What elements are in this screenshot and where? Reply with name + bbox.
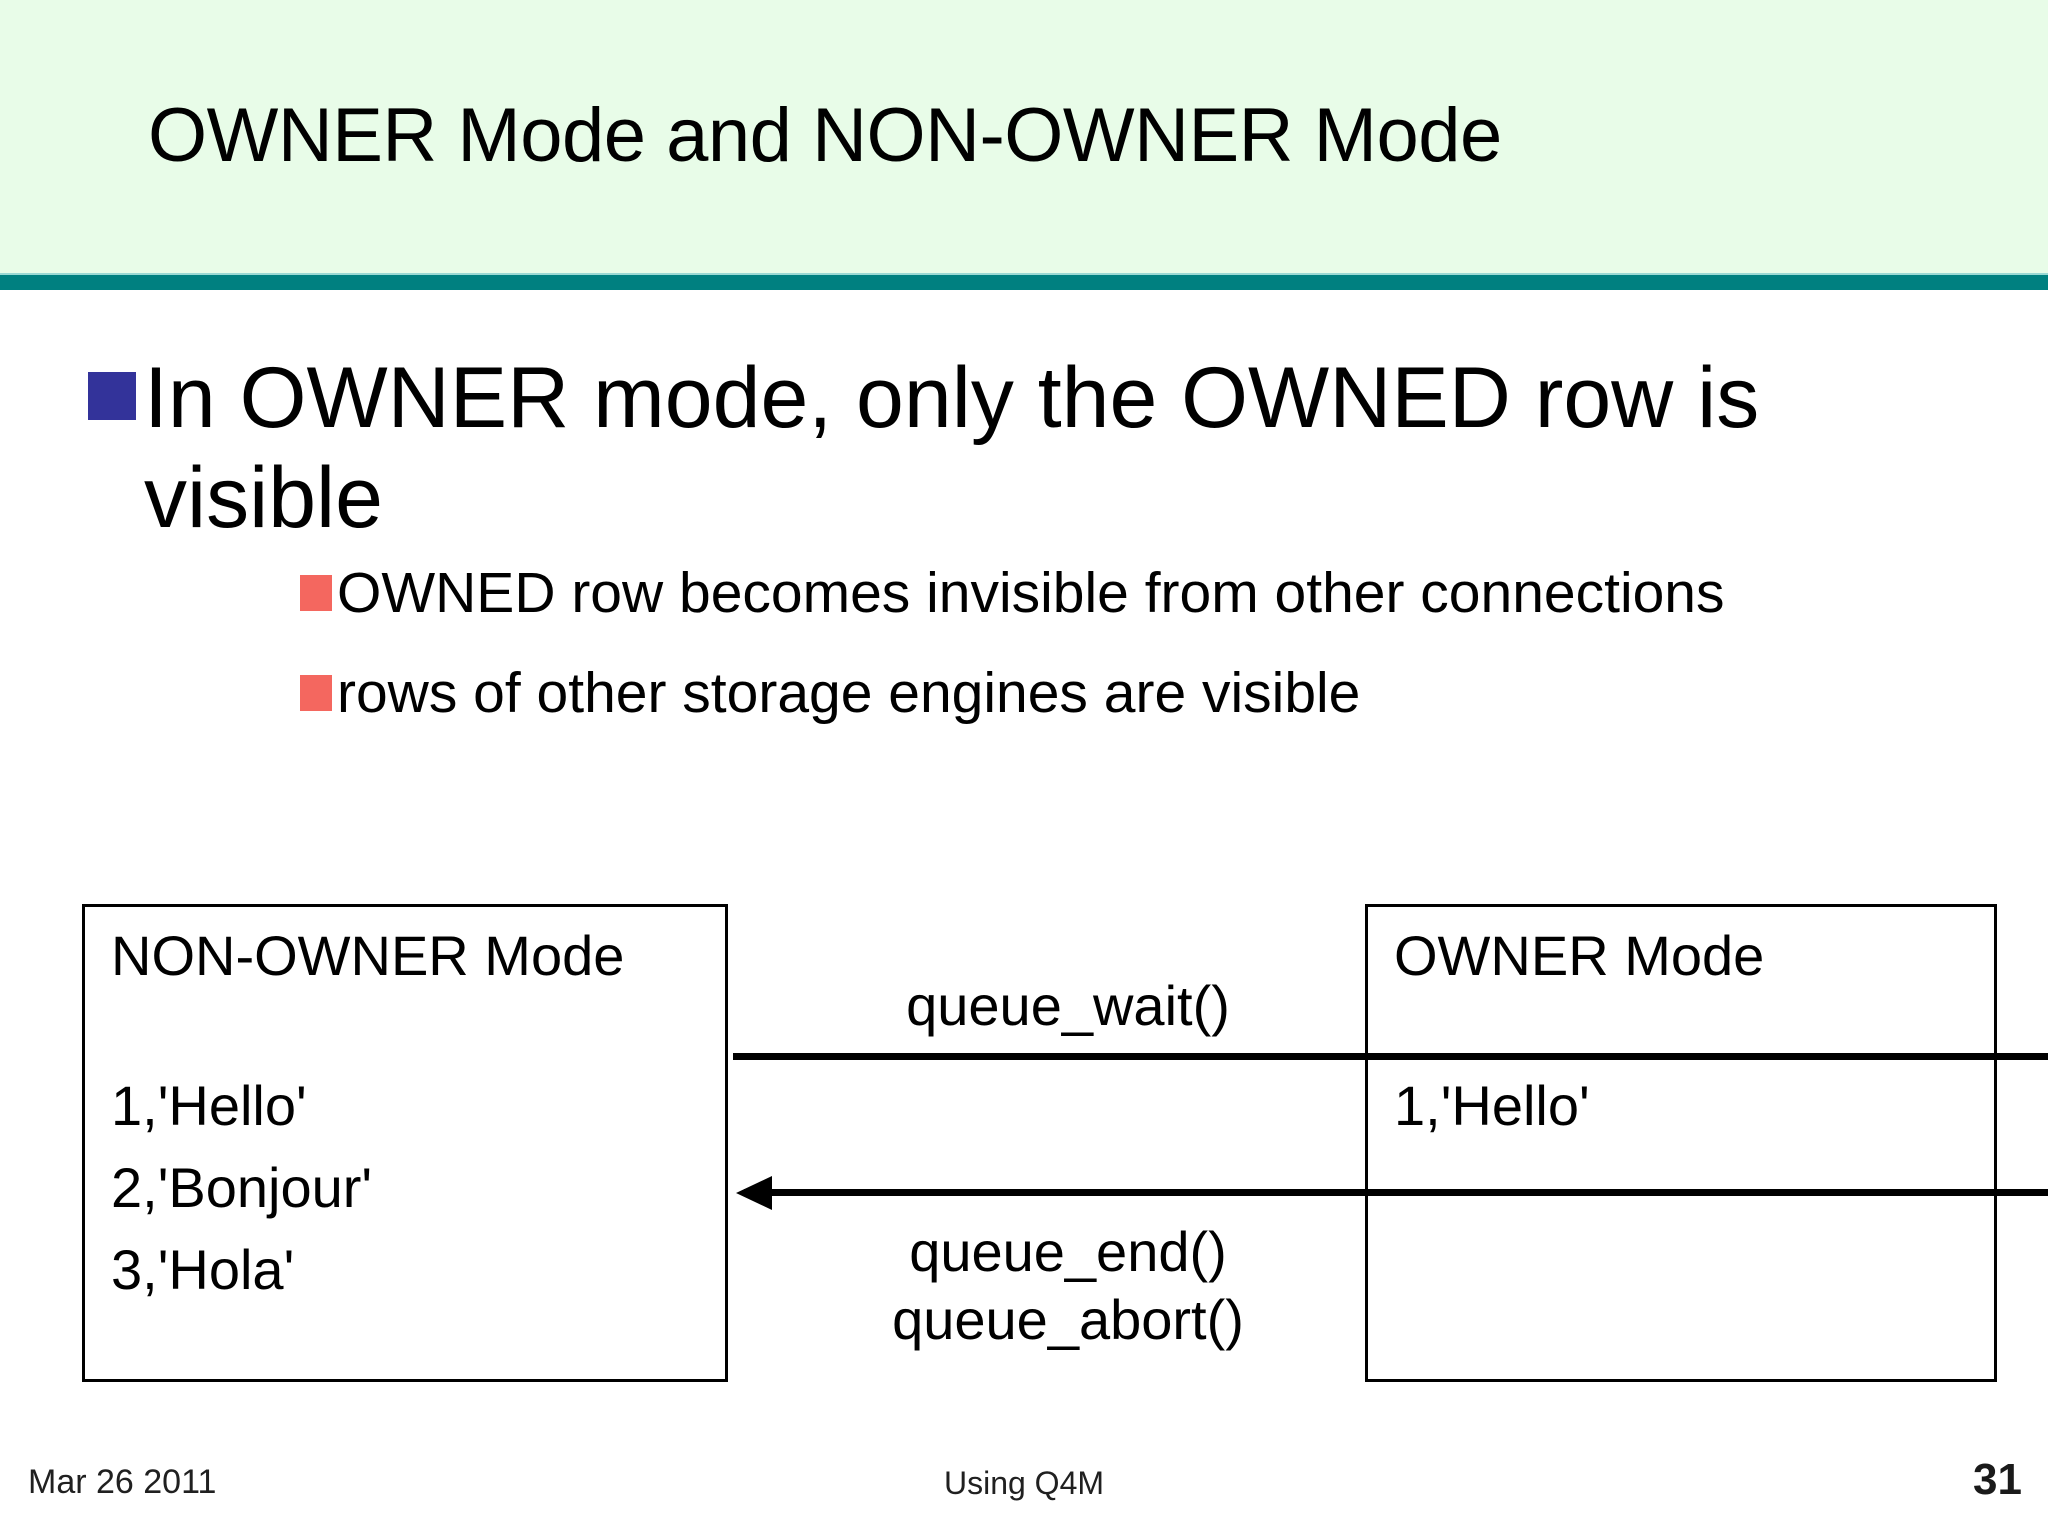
- owner-mode-row-list: 1,'Hello': [1394, 1065, 1590, 1147]
- page-number: 31: [1973, 1455, 2022, 1504]
- title-band: [0, 0, 2048, 273]
- non-owner-mode-box-title: NON-OWNER Mode: [111, 924, 625, 987]
- bullet-level2-label: OWNED row becomes invisible from other c…: [337, 561, 1725, 625]
- owner-mode-box-title: OWNER Mode: [1394, 924, 1765, 987]
- non-owner-mode-row-list: 1,'Hello' 2,'Bonjour' 3,'Hola': [111, 1065, 372, 1311]
- square-bullet-icon: [300, 575, 332, 611]
- non-owner-mode-box: NON-OWNER Mode 1,'Hello' 2,'Bonjour' 3,'…: [82, 904, 728, 1382]
- table-row: 1,'Hello': [1394, 1074, 1590, 1137]
- bullet-level1-label: In OWNER mode, only the OWNED row is vis…: [144, 350, 1760, 546]
- square-bullet-icon: [300, 675, 332, 711]
- bullet-level2-2: rows of other storage engines are visibl…: [300, 658, 1360, 728]
- slide-footer: Mar 26 2011 Using Q4M 31: [0, 1455, 2048, 1536]
- title-divider-rule: [0, 273, 2048, 290]
- bullet-level2-label: rows of other storage engines are visibl…: [337, 661, 1361, 725]
- bullet-level1: In OWNER mode, only the OWNED row is vis…: [88, 348, 1988, 548]
- back-arrow-label-2: queue_abort(): [892, 1288, 1244, 1351]
- footer-date: Mar 26 2011: [28, 1463, 217, 1501]
- back-arrow-label-1: queue_end(): [909, 1220, 1227, 1283]
- table-row: 3,'Hola': [111, 1238, 295, 1301]
- footer-title: Using Q4M: [943, 1465, 1105, 1501]
- forward-arrow-label: queue_wait(): [906, 974, 1230, 1037]
- owner-mode-box: OWNER Mode 1,'Hello': [1365, 904, 1997, 1382]
- table-row: 1,'Hello': [111, 1074, 307, 1137]
- square-bullet-icon: [88, 372, 136, 420]
- page-title: OWNER Mode and NON-OWNER Mode: [148, 93, 1502, 178]
- table-row: 2,'Bonjour': [111, 1156, 373, 1219]
- bullet-level2-1: OWNED row becomes invisible from other c…: [300, 558, 1725, 628]
- slide-body: In OWNER mode, only the OWNED row is vis…: [0, 290, 2048, 1536]
